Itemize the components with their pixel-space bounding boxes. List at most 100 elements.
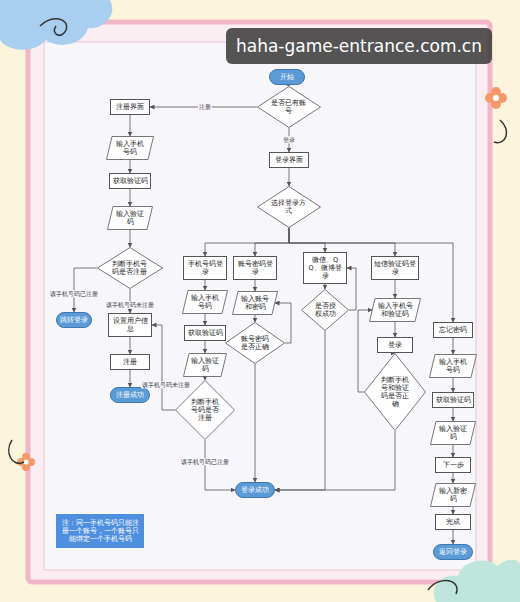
edge-label: 该手机号码未注册: [141, 381, 191, 388]
flow-connector: [453, 473, 454, 483]
node-text: 返回登录: [436, 548, 470, 556]
terminal-box: 返回登录: [433, 544, 473, 560]
pink-frame: [28, 22, 490, 582]
node-text: 输入手机号码: [190, 294, 220, 310]
flow-connector: [255, 280, 256, 291]
process-box: 下一步: [435, 457, 471, 473]
flow-connector: [275, 303, 291, 343]
node-text: 账号密码登录: [236, 260, 274, 276]
decision-diamond: 判断手机号码是否注册: [97, 247, 163, 289]
flow-connector: [289, 168, 290, 186]
node-text: 跳转登录: [59, 316, 89, 324]
flow-connector: [255, 228, 289, 256]
terminal-box: 跳转登录: [56, 312, 92, 328]
edge-label: 该手机号码已注册: [180, 458, 230, 465]
edge-label: 该手机号码未注册: [105, 301, 155, 308]
flow-connector: [205, 377, 206, 380]
io-parallelogram: 输入手机号码: [429, 354, 477, 378]
process-box: 微信、QQ、微博登录: [303, 252, 347, 284]
decision-diamond-outline: [258, 187, 321, 228]
decision-diamond-outline: [176, 381, 235, 440]
decision-diamond: 是否授权成功: [301, 289, 349, 331]
decision-diamond: 选择登录方式: [257, 186, 321, 228]
flow-connector: [205, 280, 206, 290]
paper-sheet: [44, 42, 476, 570]
node-text: 注册成功: [113, 391, 147, 399]
node-text: 是否已有账号: [271, 99, 307, 115]
node-text: 微信、QQ、微博登录: [306, 256, 344, 280]
node-text: 短信验证码登录: [374, 260, 416, 276]
flow-connector: [205, 341, 206, 353]
flow-connector: [205, 314, 206, 325]
edge-label: 注册: [198, 103, 212, 110]
node-text: 账号密码是否正确: [238, 335, 272, 351]
node-text: 下一步: [438, 461, 468, 469]
flow-connector: [289, 228, 325, 252]
process-box: 手机号码登录: [183, 256, 227, 280]
flow-connector: [130, 337, 131, 354]
node-text: 设置用户信息: [111, 317, 149, 333]
io-parallelogram-outline: [233, 292, 278, 315]
decision-diamond-outline: [98, 248, 163, 289]
flow-connector: [453, 530, 454, 544]
process-box: 获取验证码: [432, 392, 474, 408]
flow-connector: [453, 338, 454, 354]
blue-cloud: [0, 0, 112, 50]
node-text: 输入手机号和验证码: [377, 302, 413, 318]
process-box: 账号密码登录: [233, 256, 277, 280]
flow-connector: [130, 370, 131, 387]
node-text: 选择登录方式: [271, 199, 307, 215]
io-parallelogram-outline: [107, 137, 154, 160]
flow-connector: [395, 322, 396, 337]
flow-connector: [130, 189, 131, 206]
decision-diamond: 判断手机号和验证码是否正确: [364, 353, 426, 431]
io-parallelogram: 输入账号和密码: [232, 291, 278, 315]
flow-connector: [255, 364, 256, 482]
node-text: 获取验证码: [112, 177, 148, 185]
edge-label: 登录: [282, 136, 296, 143]
squiggle: [494, 120, 507, 143]
flow-connector: [275, 331, 325, 490]
io-parallelogram: 输入手机号码: [106, 136, 154, 160]
io-parallelogram-outline: [431, 484, 476, 507]
terminal-box: 开始: [269, 69, 305, 85]
watermark: haha-game-entrance.com.cn: [226, 28, 492, 64]
process-box: 完成: [435, 514, 471, 530]
node-text: 获取验证码: [187, 329, 223, 337]
io-parallelogram: 输入手机号和验证码: [369, 298, 421, 322]
squiggle: [9, 440, 24, 463]
node-text: 完成: [438, 518, 468, 526]
flow-connector: [152, 325, 175, 410]
decision-diamond-outline: [226, 323, 285, 364]
node-text: 注册: [113, 358, 147, 366]
node-text: 输入手机号码: [114, 140, 146, 156]
io-parallelogram: 输入手机号码: [182, 290, 228, 314]
flow-connector: [287, 85, 289, 86]
io-parallelogram-outline: [108, 207, 153, 230]
flow-connector: [453, 445, 454, 457]
node-text: 手机号码登录: [186, 260, 224, 276]
node-text: 登录界面: [272, 156, 306, 164]
process-box: 登录界面: [269, 152, 309, 168]
decision-diamond: 判断手机号码是否注册: [175, 380, 235, 440]
process-box: 忘记密码: [433, 322, 473, 338]
decision-diamond-outline: [302, 290, 349, 331]
io-parallelogram: 输入验证码: [107, 206, 153, 230]
node-text: 注册界面: [113, 103, 147, 111]
flow-connector: [395, 280, 396, 298]
flow-connector: [275, 431, 395, 490]
process-box: 登录: [377, 337, 413, 353]
node-text: 判断手机号码是否注册: [112, 260, 149, 276]
io-parallelogram-outline: [431, 422, 476, 445]
io-parallelogram: 输入验证码: [183, 353, 227, 377]
decision-diamond-outline: [258, 87, 321, 128]
io-parallelogram-outline: [370, 299, 421, 322]
node-text: 输入验证码: [438, 425, 468, 441]
note-box: 注：同一手机号码只能注册一个账号，一个账号只能绑定一个手机号码: [56, 514, 144, 548]
decision-diamond-outline: [365, 354, 426, 431]
node-text: 注：同一手机号码只能注册一个账号，一个账号只能绑定一个手机号码: [61, 519, 139, 543]
io-parallelogram-outline: [184, 354, 227, 377]
terminal-box: 登录成功: [235, 482, 275, 498]
flow-connector: [205, 228, 289, 256]
